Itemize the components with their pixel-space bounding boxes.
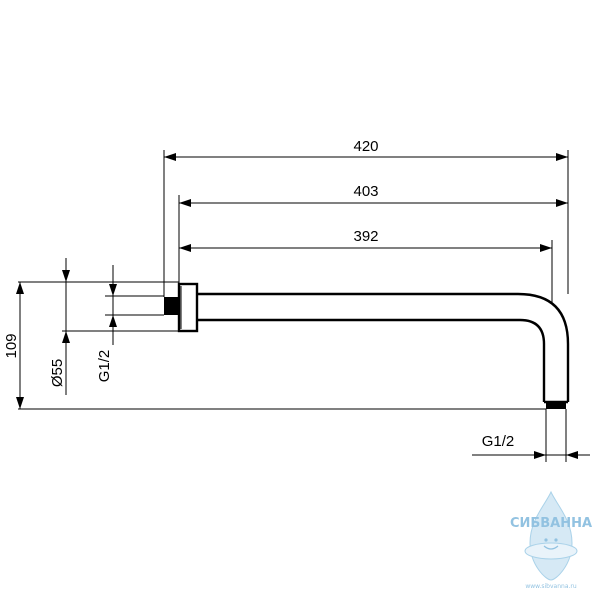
extension-lines [18,150,569,462]
dimension-403: 403 [179,183,568,207]
wall-thread-block [164,297,179,315]
dimension-outlet-thread: G1/2 [472,433,590,459]
dimension-420: 420 [164,138,568,161]
outlet-thread-block [546,403,566,409]
arm-tube-inner [197,318,546,402]
watermark-brand: СИБВАННА [510,516,592,531]
dimension-wall-thread: G1/2 [96,265,117,383]
wall-thread-label: G1/2 [96,350,113,383]
dimension-392: 392 [179,228,552,252]
dimension-403-label: 403 [353,183,378,200]
dimension-392-label: 392 [353,228,378,245]
water-drop-icon [529,490,573,581]
dimension-flange-diameter: Ø55 [49,258,70,395]
dimension-109: 109 [3,282,25,409]
outlet-thread-label: G1/2 [482,433,515,450]
watermark-url: www.sibvanna.ru [525,583,577,590]
dimension-109-label: 109 [3,333,20,358]
dimension-420-label: 420 [353,138,378,155]
flange-diameter-label: Ø55 [49,359,66,387]
wall-flange [177,282,199,333]
watermark-logo: СИБВАННА www.sibvanna.ru [510,490,592,590]
shower-arm [164,282,570,409]
bathtub-icon [524,542,578,560]
arm-tube [197,292,570,402]
